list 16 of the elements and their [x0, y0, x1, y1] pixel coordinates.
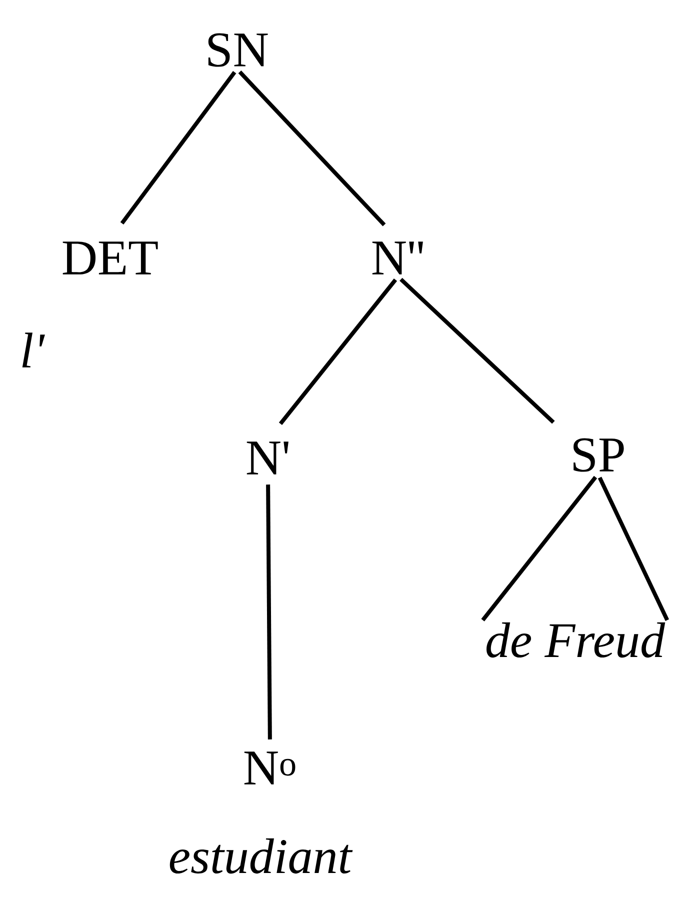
tree-label: SN [208, 33, 268, 67]
tree-label: N'' [372, 242, 423, 274]
tree-branch [238, 70, 386, 226]
tree-branch [481, 476, 598, 622]
tree-label: de Freud [486, 622, 666, 658]
tree-branch [400, 278, 555, 424]
tree-branch [278, 278, 398, 426]
tree-branch [598, 476, 670, 622]
tree-label: N$^{o}$ [244, 752, 296, 784]
word-label: estudiant [170, 838, 353, 874]
word-label: l' [22, 332, 45, 368]
tree-label: SP [574, 438, 624, 472]
tree-label: DET [62, 242, 158, 274]
tree-label: N' [246, 442, 288, 474]
tree-branch [266, 484, 272, 740]
tree-branch [120, 71, 236, 225]
